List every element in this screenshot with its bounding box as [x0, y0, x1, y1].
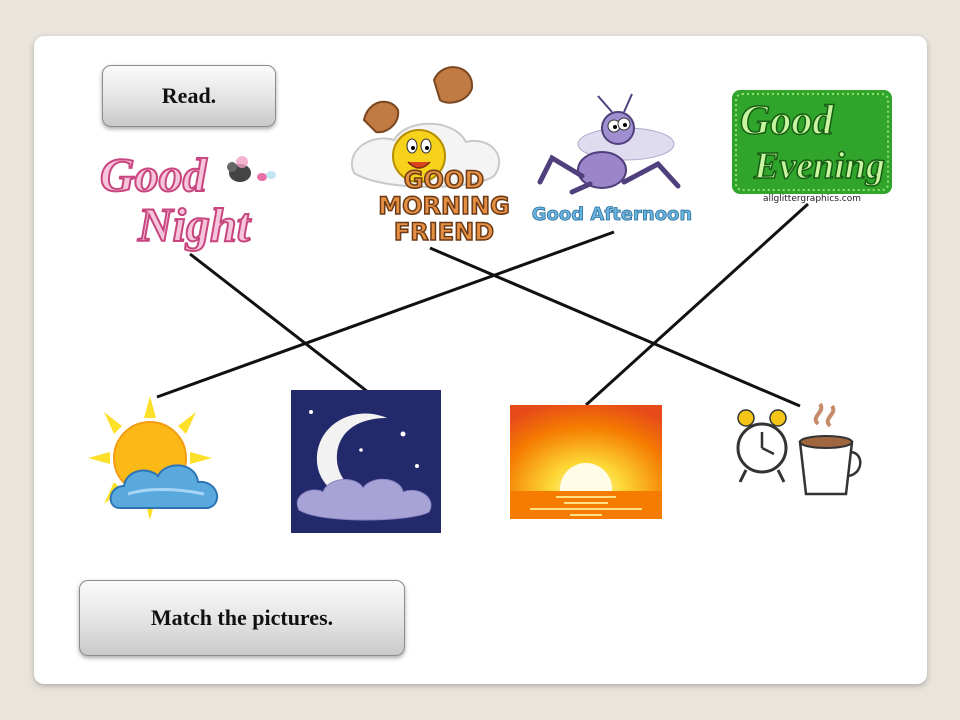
- read-instruction-button[interactable]: Read.: [102, 65, 276, 127]
- sun-cloud-picture[interactable]: [86, 396, 226, 522]
- read-instruction-label: Read.: [161, 83, 217, 108]
- good-night-line2: Night: [137, 199, 252, 252]
- match-line-evening: [584, 202, 810, 407]
- good-morning-line2: MORNING: [378, 192, 510, 220]
- match-instruction-button[interactable]: Match the pictures.: [79, 580, 405, 656]
- good-evening-credit: allglittergraphics.com: [763, 194, 861, 204]
- egg-chick-icon: [351, 66, 501, 188]
- good-evening-line1: Good: [740, 98, 834, 144]
- alarm-clock-and-coffee-icon: [736, 402, 862, 496]
- match-line-morning: [429, 246, 801, 408]
- sun-behind-cloud-icon: [88, 396, 219, 520]
- coffee-cup-icon: [798, 402, 862, 496]
- good-afternoon-graphic[interactable]: Good Afternoon: [531, 88, 693, 228]
- good-morning-friend-graphic[interactable]: GOOD MORNING FRIEND: [344, 58, 514, 248]
- good-morning-line1: GOOD: [404, 166, 484, 194]
- good-afternoon-text: Good Afternoon: [532, 204, 692, 225]
- match-line-afternoon: [156, 230, 615, 399]
- good-evening-line2: Evening: [753, 145, 885, 187]
- match-instruction-label: Match the pictures.: [150, 605, 334, 630]
- alarm-coffee-picture[interactable]: [730, 402, 864, 500]
- cricket-icon: [537, 93, 681, 195]
- good-night-line1: Good: [100, 149, 208, 202]
- good-morning-line3: FRIEND: [394, 218, 494, 246]
- sunset-picture[interactable]: [510, 405, 662, 519]
- match-line-night: [189, 252, 369, 394]
- alarm-clock-icon: [736, 409, 788, 483]
- good-night-graphic[interactable]: Good Night: [94, 143, 284, 253]
- sunset-over-sea-icon: [510, 405, 662, 519]
- moon-night-picture[interactable]: [291, 390, 441, 533]
- bird-icon: [227, 156, 276, 182]
- good-evening-graphic[interactable]: Good Evening allglittergraphics.com: [730, 88, 894, 206]
- crescent-moon-icon: [291, 390, 441, 533]
